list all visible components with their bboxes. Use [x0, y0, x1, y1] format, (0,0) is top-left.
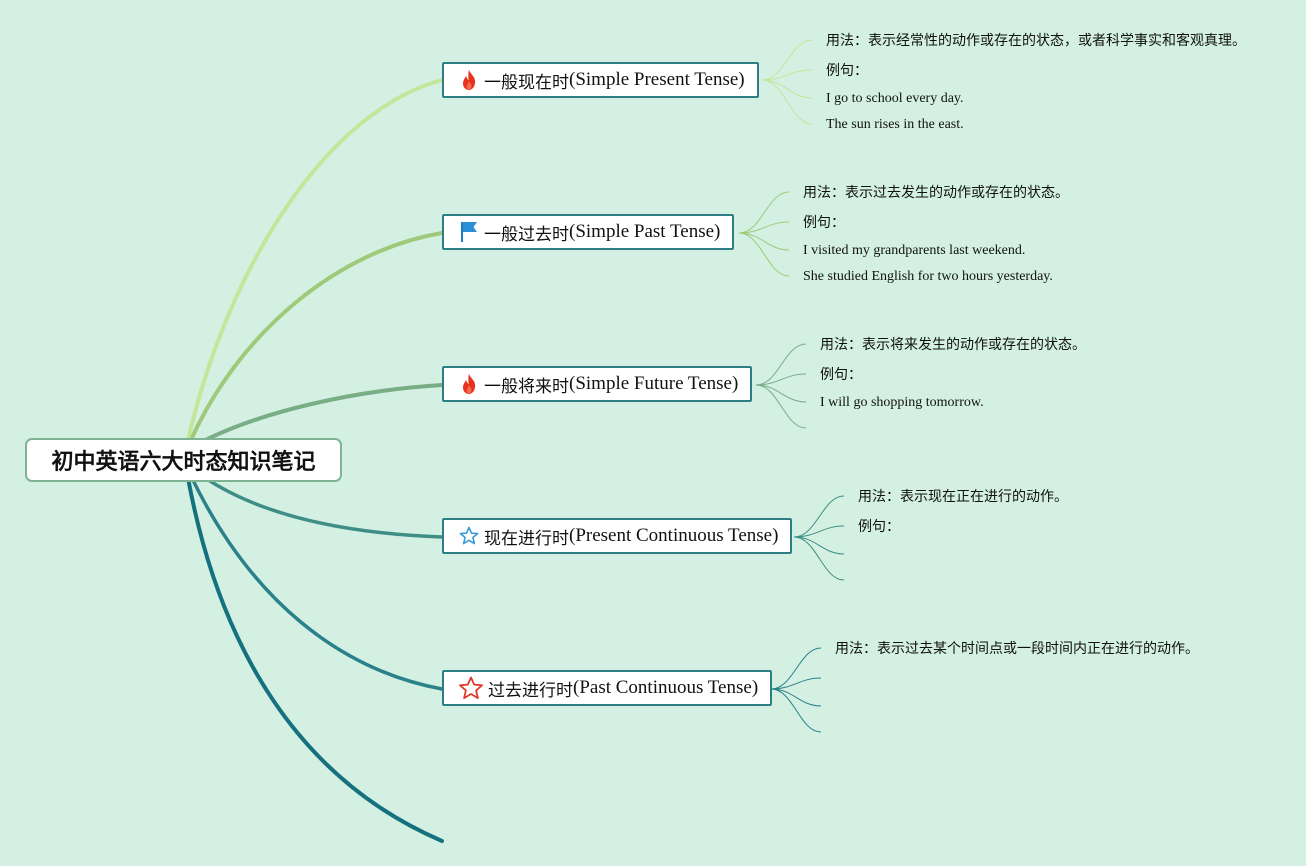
topic-simple-past[interactable]: 一般过去时 (Simple Past Tense): [442, 214, 735, 250]
leaf-connector: [755, 343, 807, 386]
topic-simple-future[interactable]: 一般将来时 (Simple Future Tense): [442, 366, 753, 402]
branch-line: [192, 468, 444, 539]
branch-line: [192, 383, 444, 448]
leaf-connector: [793, 525, 845, 538]
leaf-connector: [755, 373, 807, 386]
topic-en-label: (Simple Future Tense): [569, 373, 739, 394]
leaf-connector: [761, 79, 813, 125]
leaf-example[interactable]: I go to school every day.: [826, 91, 964, 106]
topic-en-label: (Past Continuous Tense): [573, 677, 759, 698]
topic-zh-label: 一般将来时: [484, 376, 569, 397]
leaf-example-heading[interactable]: 例句：: [826, 63, 868, 79]
topic-en-label: (Present Continuous Tense): [569, 525, 779, 546]
root-topic[interactable]: 初中英语六大时态知识笔记: [25, 438, 342, 482]
topic-en-label: (Simple Present Tense): [569, 69, 745, 90]
topic-en-label: (Simple Past Tense): [569, 221, 721, 242]
topic-zh-label: 一般过去时: [484, 224, 569, 245]
topic-past-continuous[interactable]: 过去进行时 (Past Continuous Tense): [442, 670, 773, 706]
star-outline-icon: [458, 524, 480, 548]
leaf-example-heading[interactable]: 例句：: [820, 367, 862, 383]
leaf-connector: [770, 647, 822, 690]
leaf-connector: [793, 536, 845, 555]
leaf-connector: [738, 191, 790, 234]
flag-icon: [458, 220, 480, 244]
leaf-connector: [761, 39, 813, 81]
leaf-connector: [793, 495, 845, 538]
branch-line: [186, 476, 444, 843]
topic-zh-label: 现在进行时: [484, 528, 569, 549]
leaf-connector: [738, 232, 790, 277]
topic-zh-label: 一般现在时: [484, 72, 569, 93]
leaf-example[interactable]: She studied English for two hours yester…: [803, 269, 1053, 284]
branch-line: [188, 472, 444, 691]
leaf-connector: [755, 384, 807, 403]
topic-simple-present[interactable]: 一般现在时 (Simple Present Tense): [442, 62, 759, 98]
leaf-connector: [755, 384, 807, 429]
leaf-example[interactable]: I will go shopping tomorrow.: [820, 395, 984, 410]
fire-icon: [458, 372, 480, 396]
leaf-usage[interactable]: 用法：表示过去某个时间点或一段时间内正在进行的动作。: [835, 641, 1199, 657]
root-title: 初中英语六大时态知识笔记: [51, 450, 316, 475]
leaf-connector: [738, 232, 790, 251]
leaf-example[interactable]: I visited my grandparents last weekend.: [803, 243, 1026, 258]
leaf-connector: [793, 536, 845, 581]
leaf-example-heading[interactable]: 例句：: [858, 519, 900, 535]
leaf-usage[interactable]: 用法：表示将来发生的动作或存在的状态。: [820, 337, 1086, 353]
leaf-usage[interactable]: 用法：表示过去发生的动作或存在的状态。: [803, 185, 1069, 201]
topic-zh-label: 过去进行时: [488, 680, 573, 701]
red-star-icon: [458, 676, 484, 700]
topic-present-continuous[interactable]: 现在进行时 (Present Continuous Tense): [442, 518, 793, 554]
leaf-usage[interactable]: 用法：表示现在正在进行的动作。: [858, 489, 1068, 505]
leaf-usage[interactable]: 用法：表示经常性的动作或存在的状态，或者科学事实和客观真理。: [826, 33, 1246, 49]
branch-line: [188, 231, 444, 444]
leaf-connector: [761, 69, 813, 81]
fire-icon: [458, 68, 480, 92]
leaf-connector: [770, 688, 822, 733]
leaf-connector: [770, 688, 822, 707]
leaf-connector: [738, 221, 790, 234]
leaf-example-heading[interactable]: 例句：: [803, 215, 845, 231]
leaf-example[interactable]: The sun rises in the east.: [826, 117, 964, 132]
branch-line: [186, 78, 444, 442]
leaf-connector: [761, 79, 813, 99]
leaf-connector: [770, 677, 822, 690]
